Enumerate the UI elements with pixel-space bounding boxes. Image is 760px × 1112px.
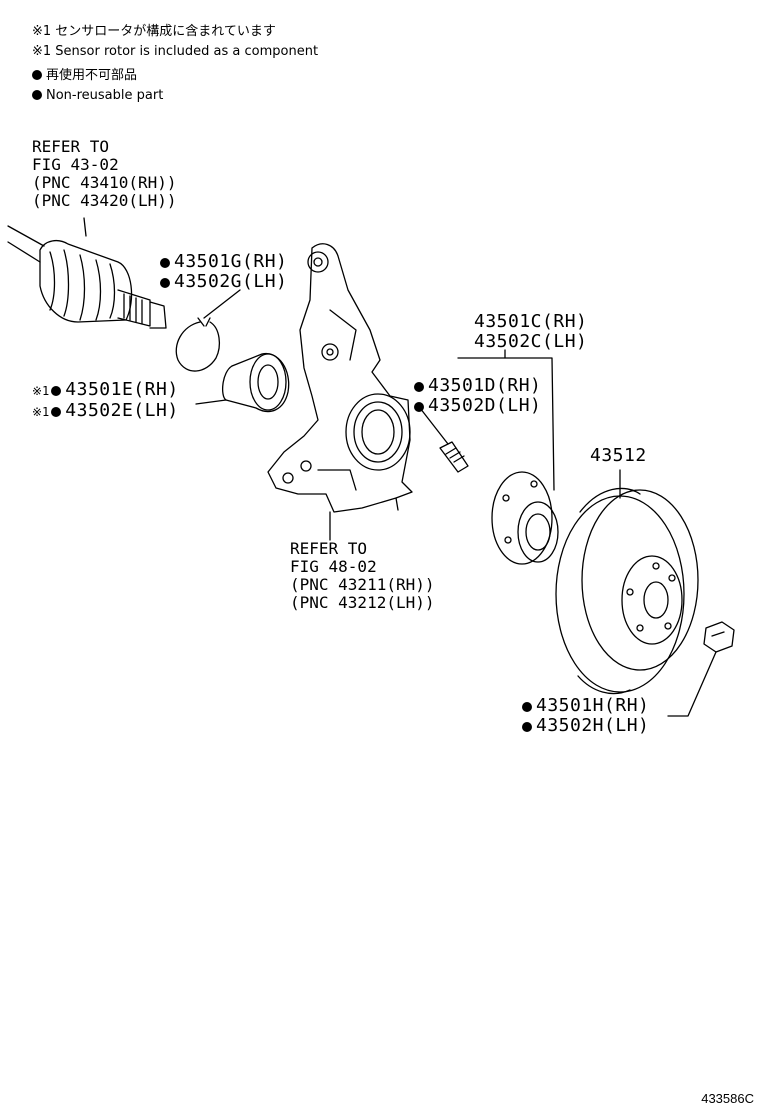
- non-reusable-marker-icon: [522, 702, 532, 712]
- ref-line: REFER TO: [290, 539, 368, 558]
- brake-disc-callout[interactable]: 43512: [590, 446, 647, 466]
- part-number-text: 43501D(RH): [428, 375, 542, 396]
- non-reusable-marker-icon: [522, 722, 532, 732]
- sensor-rotor-note-english: ※1 Sensor rotor is included as a compone…: [32, 44, 319, 59]
- ref-line: REFER TO: [32, 137, 110, 156]
- non-reusable-note-english: Non-reusable part: [32, 88, 163, 104]
- ref-line: (PNC 43420(LH)): [32, 191, 177, 210]
- driveshaft-reference[interactable]: REFER TO FIG 43-02 (PNC 43410(RH)) (PNC …: [32, 138, 177, 210]
- hub-nut-callout[interactable]: 43501H(RH) 43502H(LH): [522, 696, 649, 736]
- axle-hub-illustration: [457, 349, 559, 565]
- non-reusable-note-japanese: 再使用不可部品: [32, 68, 137, 84]
- illustration-id: 433586C: [701, 1091, 754, 1106]
- part-number-lh: 43502G(LH): [160, 272, 287, 292]
- non-reusable-marker-icon: [414, 402, 424, 412]
- non-reusable-marker-icon: [51, 407, 62, 417]
- part-number-lh: 43502H(LH): [522, 716, 649, 736]
- snap-ring-callout[interactable]: 43501G(RH) 43502G(LH): [160, 252, 287, 292]
- knuckle-reference[interactable]: REFER TO FIG 48-02 (PNC 43211(RH)) (PNC …: [290, 540, 435, 612]
- brake-disc-illustration: [555, 469, 699, 695]
- ref-line: (PNC 43211(RH)): [290, 575, 435, 594]
- snap-ring-illustration: [175, 289, 241, 372]
- part-number-text: 43502D(LH): [428, 395, 542, 416]
- non-reusable-marker-icon: [160, 278, 170, 288]
- steering-knuckle-illustration: [267, 243, 413, 541]
- ref-line: FIG 48-02: [290, 557, 377, 576]
- ref-line: (PNC 43212(LH)): [290, 593, 435, 612]
- part-number-rh: 43501G(RH): [160, 252, 287, 272]
- bearing-callout[interactable]: ※1 43501E(RH) ※1 43502E(LH): [32, 380, 179, 422]
- part-number-rh: ※1 43501E(RH): [32, 380, 179, 401]
- part-number-lh: 43502D(LH): [414, 396, 541, 416]
- part-number-rh: 43501D(RH): [414, 376, 541, 396]
- part-number-text: 43501H(RH): [536, 695, 650, 716]
- ref-line: FIG 43-02: [32, 155, 119, 174]
- sensor-rotor-note-japanese: ※1 センサロータが構成に含まれています: [32, 24, 276, 39]
- part-number-rh: 43501C(RH): [474, 311, 588, 332]
- part-number: 43512: [590, 445, 647, 466]
- drive-shaft-illustration: [7, 217, 167, 329]
- sensor-rotor-mark: ※1: [32, 405, 50, 419]
- hub-nut-illustration: [667, 621, 735, 717]
- part-number-lh: ※1 43502E(LH): [32, 401, 179, 422]
- part-number-rh: 43501H(RH): [522, 696, 649, 716]
- non-reusable-marker-icon: [51, 386, 62, 396]
- part-number-text: 43502H(LH): [536, 715, 650, 736]
- part-number-lh: 43502C(LH): [474, 331, 588, 352]
- hub-bolt-illustration: [419, 407, 469, 473]
- non-reusable-en-text: Non-reusable part: [46, 88, 164, 103]
- non-reusable-marker-icon: [32, 90, 42, 100]
- part-number-text: 43501E(RH): [65, 379, 179, 400]
- sensor-rotor-mark: ※1: [32, 384, 50, 398]
- ref-line: (PNC 43410(RH)): [32, 173, 177, 192]
- hub-bolt-callout[interactable]: 43501D(RH) 43502D(LH): [414, 376, 541, 416]
- non-reusable-marker-icon: [32, 70, 42, 80]
- non-reusable-jp-text: 再使用不可部品: [46, 68, 138, 83]
- part-number-text: 43501G(RH): [174, 251, 288, 272]
- part-number-text: 43502E(LH): [65, 400, 179, 421]
- part-number-text: 43502G(LH): [174, 271, 288, 292]
- axle-hub-callout[interactable]: 43501C(RH) 43502C(LH): [474, 312, 587, 352]
- non-reusable-marker-icon: [160, 258, 170, 268]
- non-reusable-marker-icon: [414, 382, 424, 392]
- bearing-illustration: [195, 352, 290, 413]
